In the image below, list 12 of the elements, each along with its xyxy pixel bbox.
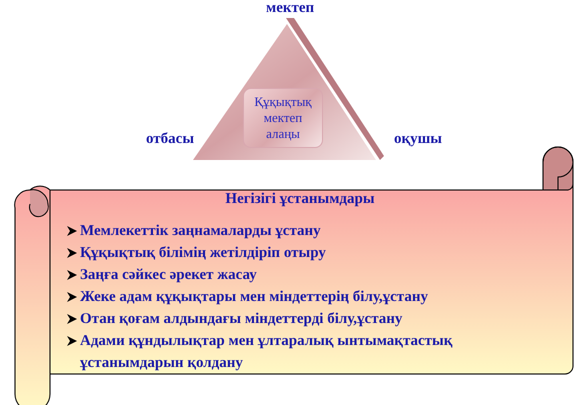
corner-label: оқушы (394, 131, 442, 148)
list-item: Отан қоғам алдындағы міндеттерді білу,ұстану (80, 310, 404, 329)
corner-label: отбасы (146, 131, 194, 148)
rounded-label-box (243, 88, 323, 148)
list-item: Мемлекеттік заңнамаларды ұстану (80, 222, 322, 241)
list-item: Заңға сәйкес әрекет жасау (80, 266, 258, 285)
heading: Негізігі ұстанымдары (224, 190, 376, 209)
list-item: Құқықтық білімің жетілдіріп отыру (80, 244, 327, 263)
list-item: Адами құндылықтар мен ұлтаралық ынтымақтастық ұстанымдарын қолдану (80, 332, 454, 373)
node-label: Құқықтық мектеп алаңы (253, 94, 313, 142)
corner-label: мектеп (266, 0, 314, 17)
list-item: Жеке адам құқықтары мен міндеттерің білу,ұстану (80, 288, 429, 307)
